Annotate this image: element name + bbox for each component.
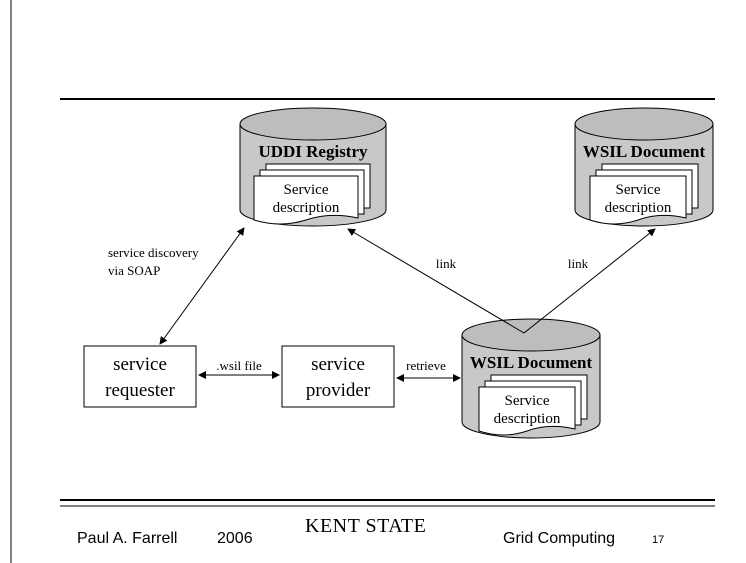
- discovery-label-line1: service discovery: [108, 245, 199, 260]
- footer-course: Grid Computing: [503, 530, 616, 547]
- wsil-bottom-cylinder: WSIL Document Service description: [461, 318, 601, 439]
- uddi-doc-line2: description: [273, 200, 340, 216]
- wsil-file-label: .wsil file: [216, 358, 262, 373]
- requester-line1: service: [113, 354, 167, 375]
- service-provider-box: service provider: [281, 345, 395, 408]
- service-requester-box: service requester: [83, 345, 197, 408]
- wsil-bottom-doc-line1: Service: [505, 393, 550, 409]
- discovery-label-line2: via SOAP: [108, 263, 160, 278]
- link-left-label: link: [436, 256, 457, 271]
- wsil-bottom-title: WSIL Document: [470, 353, 593, 372]
- wsil-bottom-doc-stack: Service description: [478, 374, 588, 436]
- link-right-arrow: [523, 228, 656, 334]
- wsil-top-cylinder: WSIL Document Service description: [574, 107, 714, 227]
- link-right-label: link: [568, 256, 589, 271]
- provider-line2: provider: [306, 380, 371, 401]
- uddi-doc-line1: Service: [284, 182, 329, 198]
- wsil-top-title: WSIL Document: [583, 142, 706, 161]
- retrieve-label: retrieve: [406, 358, 446, 373]
- uddi-registry-cylinder: UDDI Registry Service description: [239, 107, 387, 227]
- kent-state-logo: KENT STATE: [305, 515, 427, 537]
- uddi-registry-title: UDDI Registry: [258, 142, 368, 161]
- uddi-doc-stack: Service description: [253, 163, 371, 225]
- wsil-bottom-doc-line2: description: [494, 411, 561, 427]
- wsil-top-doc-stack: Service description: [589, 163, 699, 225]
- discovery-arrow: [159, 227, 245, 345]
- requester-line2: requester: [105, 380, 175, 401]
- wsil-top-doc-line2: description: [605, 200, 672, 216]
- link-left-arrow: [347, 228, 525, 334]
- page-number: 17: [652, 534, 665, 546]
- footer-year: 2006: [217, 530, 253, 547]
- wsil-top-doc-line1: Service: [616, 182, 661, 198]
- provider-line1: service: [311, 354, 365, 375]
- footer-author: Paul A. Farrell: [77, 530, 178, 547]
